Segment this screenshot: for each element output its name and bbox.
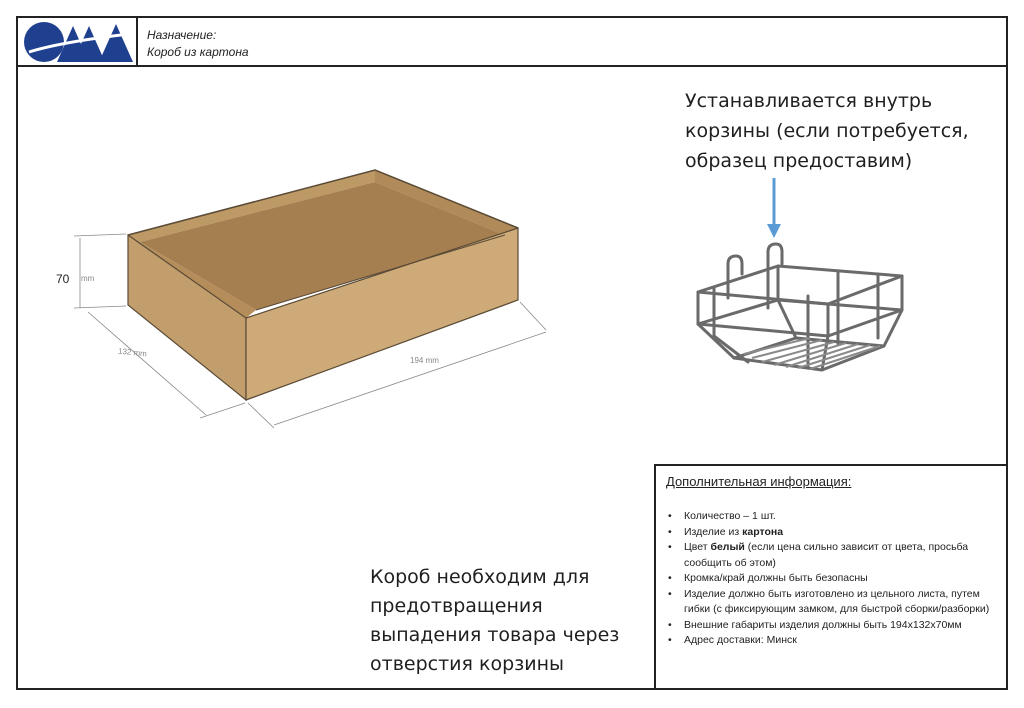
box-floor [140,182,505,310]
info-item-dimensions: Внешние габариты изделия должны быть 194… [666,618,996,634]
info-item-text: Изделие должно быть изготовлено из цельн… [684,587,990,616]
purpose-value: Короб из картона [147,45,249,59]
info-item-text: Количество – 1 шт. [684,510,776,522]
header-row [16,16,1008,67]
caption-top-line-2: корзины (если потребуется, [685,120,969,142]
info-item-text: Адрес доставки: Минск [684,634,797,646]
caption-top-line-1: Устанавливается внутрь [685,90,933,112]
height-unit: mm [81,274,95,283]
height-value: 70 [56,272,70,286]
dimension-lines [73,233,547,429]
caption-top: Устанавливается внутрь корзины (если пот… [685,86,969,176]
info-item-color: Цвет белый (если цена сильно зависит от … [666,540,996,571]
caption-bottom: Короб необходим для предотвращения выпад… [370,563,619,679]
height-dimension: 70 [56,272,69,286]
info-title: Дополнительная информация: [666,474,852,489]
info-item-prefix: Цвет [684,541,711,553]
additional-info-box: Дополнительная информация: Количество – … [654,464,1008,690]
caption-bottom-line-2: предотвращения [370,595,543,617]
caption-bottom-line-1: Короб необходим для [370,566,590,588]
company-logo [24,22,133,62]
purpose-label: Назначение: [147,28,217,42]
info-item-manufacturing: Изделие должно быть изготовлено из цельн… [666,587,996,618]
box-right-inner-wall [375,170,518,235]
info-item-edges: Кромка/край должны быть безопасны [666,571,996,587]
caption-bottom-line-3: выпадения товара через [370,624,620,646]
info-item-material: Изделие из картона [666,525,996,541]
info-item-bold: белый [710,541,745,553]
box-drawing [73,169,547,429]
box-left-inner-wall [128,235,256,318]
logo-cell [16,16,138,67]
info-item-delivery: Адрес доставки: Минск [666,633,996,649]
info-item-prefix: Изделие из [684,525,743,538]
info-item-text: Кромка/край должны быть безопасны [684,572,868,584]
info-item-bold: картона [742,525,784,538]
info-item-suffix: (если цена сильно зависит от цвета, прос… [684,541,969,569]
length-dimension: 194 mm [410,356,439,365]
caption-bottom-line-4: отверстия корзины [370,653,565,675]
box-back-wall [128,170,375,242]
header-purpose: Назначение: Короб из картона [147,27,249,61]
wire-basket-drawing [696,242,904,372]
info-item-text: Внешние габариты изделия должны быть 194… [684,618,962,631]
caption-top-line-3: образец предоставим) [685,150,913,172]
info-list: Количество – 1 шт. Изделие из картона Цв… [666,509,996,649]
info-item-quantity: Количество – 1 шт. [666,509,996,525]
arrow-down-icon [767,178,781,238]
